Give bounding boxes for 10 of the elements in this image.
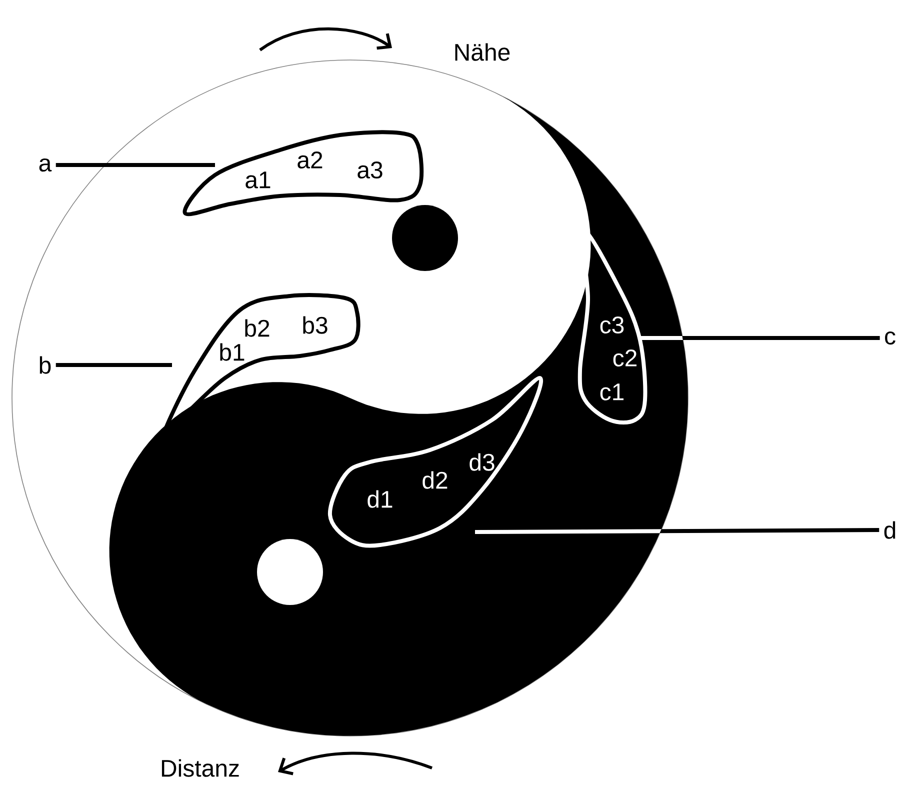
leader-line <box>56 363 172 367</box>
part-label: a <box>39 158 52 172</box>
part-label: b <box>40 356 51 374</box>
leader-line <box>641 336 880 340</box>
direction-label: Nähe <box>455 43 510 61</box>
direction-label: Distanz <box>162 759 239 777</box>
leader-line <box>475 528 880 534</box>
part-label: d <box>884 521 896 539</box>
leader-line <box>56 163 215 167</box>
part-label: c <box>885 331 896 345</box>
